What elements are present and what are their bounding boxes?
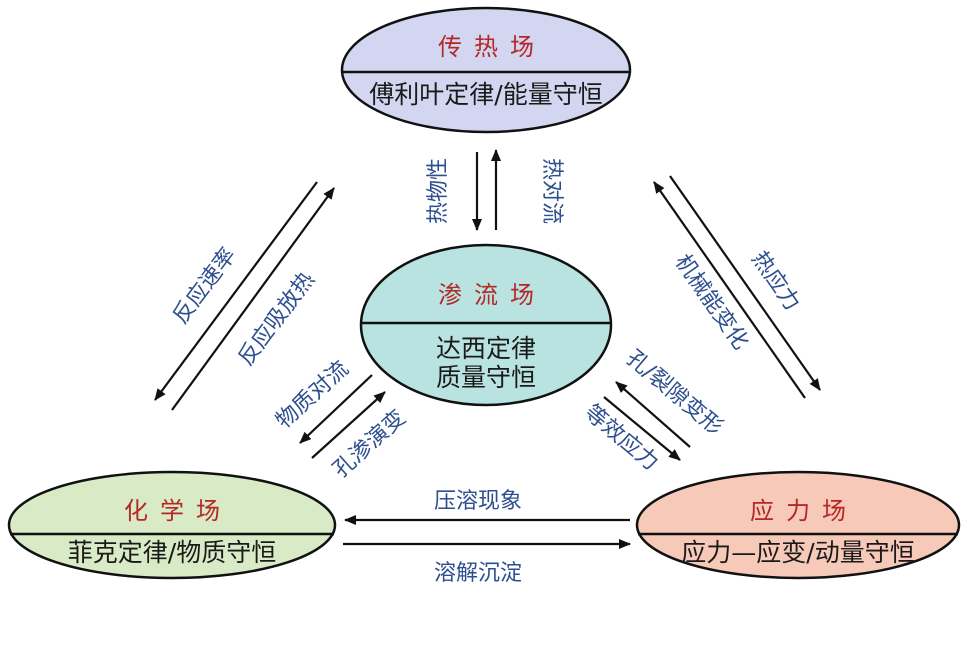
label-pressure-solution: 压溶现象 bbox=[434, 489, 522, 514]
label-seepage-to-heat: 热对流 bbox=[539, 158, 564, 224]
label-reaction-rate: 反应速率 bbox=[168, 243, 241, 328]
arrow-stress-to-seepage bbox=[615, 381, 691, 448]
seepage-field: 渗流场 达西定律 质量守恒 bbox=[359, 243, 613, 407]
arrow-heat-to-chemical bbox=[154, 181, 318, 401]
arrow-chemical-to-heat bbox=[171, 187, 335, 411]
heat-field-ellipse bbox=[340, 6, 632, 134]
heat-field-law: 傅利叶定律/能量守恒 bbox=[369, 80, 602, 109]
seepage-field-title: 渗流场 bbox=[438, 281, 546, 309]
arrow-chemical-to-seepage bbox=[311, 391, 386, 459]
chemical-field: 化学场 菲克定律/物质守恒 bbox=[7, 470, 337, 580]
stress-field-ellipse bbox=[635, 470, 961, 580]
label-thermal-stress: 热应力 bbox=[746, 247, 804, 315]
heat-field: 传热场 傅利叶定律/能量守恒 bbox=[340, 6, 632, 134]
chemical-field-ellipse bbox=[7, 470, 337, 580]
arrow-seepage-to-chemical bbox=[299, 374, 373, 444]
arrow-stress-to-heat bbox=[653, 181, 806, 399]
seepage-field-law-2: 质量守恒 bbox=[436, 363, 536, 392]
chemical-field-law: 菲克定律/物质守恒 bbox=[68, 538, 276, 567]
label-heat-to-seepage: 热物性 bbox=[426, 158, 451, 224]
label-pore-seepage-evolution: 孔渗演变 bbox=[329, 405, 411, 482]
arrow-seepage-to-stress bbox=[603, 396, 681, 461]
stress-field: 应力场 应力—应变/动量守恒 bbox=[635, 470, 961, 580]
arrow-heat-to-stress bbox=[669, 175, 821, 391]
heat-field-title: 传热场 bbox=[438, 33, 546, 61]
label-reaction-heat: 反应吸放热 bbox=[234, 268, 320, 371]
label-material-convection: 物质对流 bbox=[272, 356, 354, 433]
stress-field-law: 应力—应变/动量守恒 bbox=[681, 538, 914, 567]
seepage-field-law-1: 达西定律 bbox=[436, 334, 536, 363]
chemical-field-title: 化学场 bbox=[124, 497, 232, 525]
stress-field-title: 应力场 bbox=[750, 497, 858, 525]
label-dissolution-precipitation: 溶解沉淀 bbox=[434, 561, 522, 586]
seepage-field-ellipse bbox=[359, 243, 613, 407]
label-pore-fracture-deform: 孔/裂隙变形 bbox=[621, 346, 727, 441]
